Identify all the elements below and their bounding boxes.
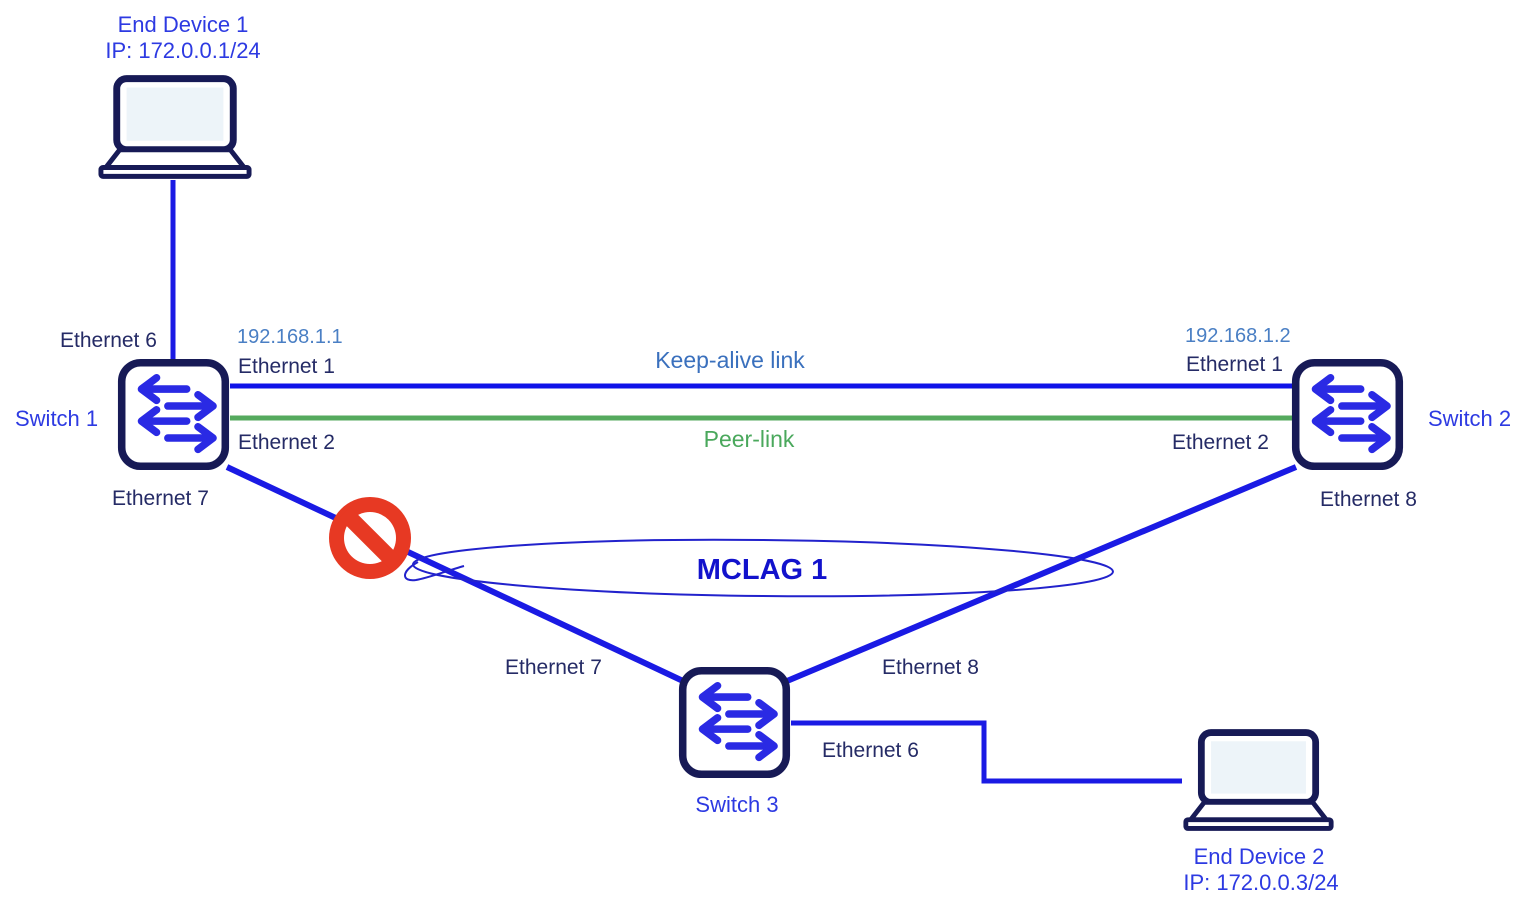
switch2-port-ethernet2: Ethernet 2 — [1172, 431, 1269, 454]
switch1-port-ethernet1: Ethernet 1 — [238, 355, 335, 378]
switch1-eth1-ip: 192.168.1.1 — [237, 326, 343, 348]
switch-1-icon — [117, 358, 230, 471]
switch-2-icon — [1291, 358, 1404, 471]
peer-link-label: Peer-link — [703, 426, 795, 452]
end-device-2-label: End Device 2 — [1193, 844, 1325, 869]
keep-alive-link-label: Keep-alive link — [655, 347, 805, 373]
end-device-1-label: End Device 1 — [117, 12, 249, 37]
end-device-2-laptop-icon — [1181, 728, 1336, 834]
switch-3-label: Switch 3 — [695, 792, 779, 817]
switch-2-label: Switch 2 — [1428, 406, 1512, 431]
blocked-link-icon — [329, 497, 411, 579]
switch3-port-ethernet6: Ethernet 6 — [822, 739, 919, 762]
switch1-port-ethernet2: Ethernet 2 — [238, 431, 335, 454]
link-switch3-enddevice2 — [791, 720, 1182, 784]
switch3-port-ethernet7: Ethernet 7 — [505, 656, 602, 679]
switch2-port-ethernet8: Ethernet 8 — [1320, 488, 1417, 511]
mclag-group-ellipse — [404, 538, 1114, 598]
end-device-1-laptop-icon — [96, 74, 254, 182]
switch2-eth1-ip: 192.168.1.2 — [1185, 325, 1291, 347]
switch-3-icon — [678, 666, 791, 779]
switch2-port-ethernet1: Ethernet 1 — [1186, 353, 1283, 376]
switch1-port-ethernet7: Ethernet 7 — [112, 487, 209, 510]
link-switch1-switch3 — [225, 464, 685, 684]
switch-1-label: Switch 1 — [15, 406, 99, 431]
end-device-2-ip: IP: 172.0.0.3/24 — [1183, 870, 1339, 895]
mclag-label: MCLAG 1 — [696, 554, 828, 586]
switch1-port-ethernet6: Ethernet 6 — [60, 329, 157, 352]
switch3-port-ethernet8: Ethernet 8 — [882, 656, 979, 679]
link-switch2-switch3 — [785, 464, 1298, 684]
end-device-1-ip: IP: 172.0.0.1/24 — [105, 38, 261, 63]
